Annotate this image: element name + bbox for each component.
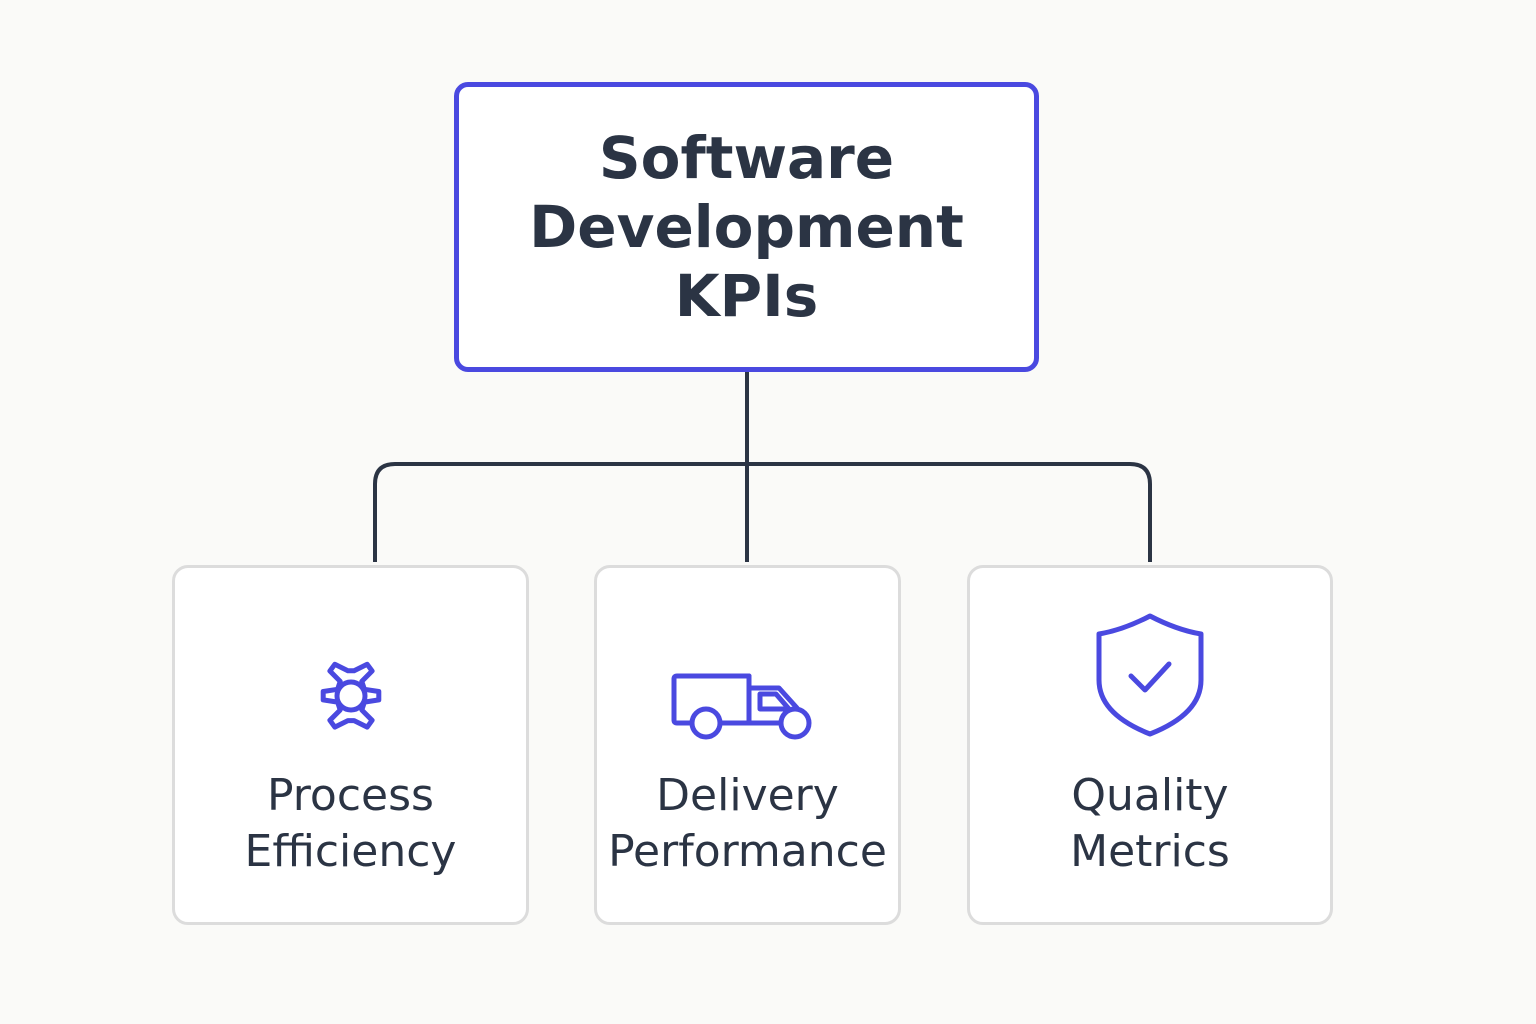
card-label: Delivery Performance	[597, 768, 898, 880]
card-label-line-1: Quality	[1071, 770, 1229, 821]
root-title-line-3: KPIs	[674, 261, 819, 330]
root-node: Software Development KPIs	[454, 82, 1039, 372]
card-quality-metrics: Quality Metrics	[967, 565, 1333, 925]
truck-icon	[668, 612, 828, 742]
gear-icon	[271, 612, 431, 742]
root-title-line-1: Software	[598, 123, 895, 192]
card-label-line-1: Delivery	[656, 770, 839, 821]
root-title-line-2: Development	[529, 192, 964, 261]
card-label-line-2: Efficiency	[244, 826, 457, 877]
connector-horizontal-branch	[373, 462, 1152, 562]
card-process-efficiency: Process Efficiency	[172, 565, 529, 925]
card-label-line-1: Process	[267, 770, 434, 821]
card-delivery-performance: Delivery Performance	[594, 565, 901, 925]
card-label: Process Efficiency	[175, 768, 526, 880]
shield-check-icon	[1070, 612, 1230, 742]
card-label-line-2: Performance	[608, 826, 887, 877]
card-label: Quality Metrics	[970, 768, 1330, 880]
card-label-line-2: Metrics	[1070, 826, 1230, 877]
